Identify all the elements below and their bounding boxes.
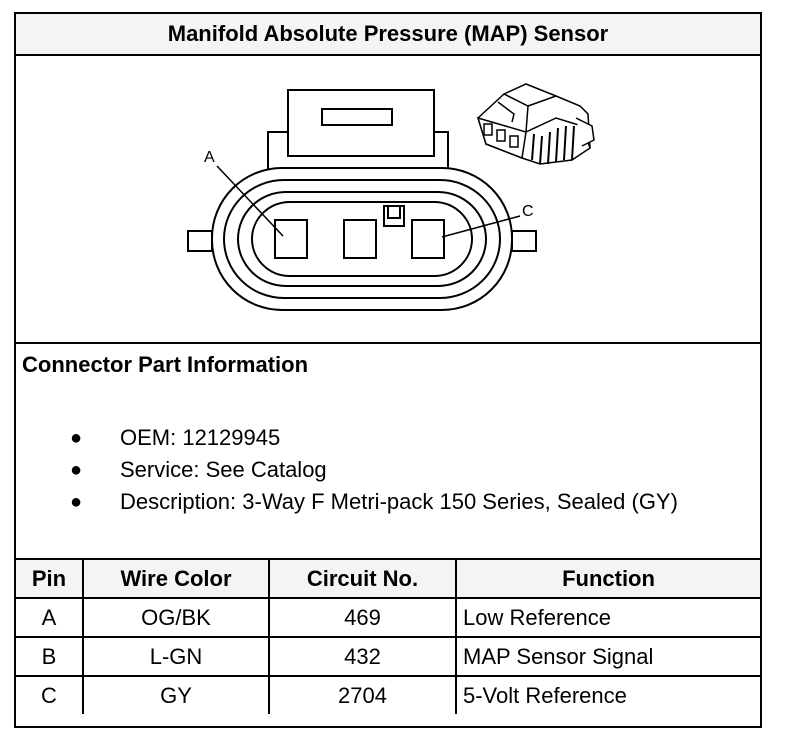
service-item: Service: See Catalog xyxy=(120,457,327,482)
function-cell: Low Reference xyxy=(455,597,760,638)
pin-table: Pin Wire Color Circuit No. Function A OG… xyxy=(16,560,760,714)
callout-a-leader xyxy=(216,165,284,237)
callout-c-leader xyxy=(441,215,521,238)
function-cell: 5-Volt Reference xyxy=(455,675,760,714)
function-cell: MAP Sensor Signal xyxy=(455,636,760,677)
connector-sheet: Manifold Absolute Pressure (MAP) Sensor xyxy=(14,12,762,728)
pin-cell: C xyxy=(16,675,84,714)
column-header-wire-color: Wire Color xyxy=(82,560,270,599)
wire-color-cell: OG/BK xyxy=(82,597,270,638)
connector-part-info: Connector Part Information ● OEM: 121299… xyxy=(16,344,760,560)
circuit-no-cell: 2704 xyxy=(268,675,457,714)
table-header-row: Pin Wire Color Circuit No. Function xyxy=(16,560,760,599)
connector-body-3d-icon xyxy=(476,83,595,165)
oem-item: OEM: 12129945 xyxy=(120,425,281,450)
connector-face-diagram-icon xyxy=(187,89,537,311)
bullet-icon: ● xyxy=(69,427,83,449)
pin-cell: A xyxy=(16,597,84,638)
page-title: Manifold Absolute Pressure (MAP) Sensor xyxy=(16,14,760,56)
wire-color-cell: L-GN xyxy=(82,636,270,677)
column-header-pin: Pin xyxy=(16,560,84,599)
connector-info-heading: Connector Part Information xyxy=(22,352,309,377)
callout-a-label: A xyxy=(204,149,215,166)
description-item: Description: 3-Way F Metri-pack 150 Seri… xyxy=(120,489,678,514)
callout-c-label: C xyxy=(522,203,534,220)
table-row: B L-GN 432 MAP Sensor Signal xyxy=(16,636,760,677)
wire-color-cell: GY xyxy=(82,675,270,714)
table-row: C GY 2704 5-Volt Reference xyxy=(16,675,760,714)
pin-cell: B xyxy=(16,636,84,677)
circuit-no-cell: 432 xyxy=(268,636,457,677)
column-header-circuit-no: Circuit No. xyxy=(268,560,457,599)
bullet-icon: ● xyxy=(69,491,83,513)
connector-figure: A C xyxy=(16,56,760,344)
column-header-function: Function xyxy=(455,560,760,599)
table-row: A OG/BK 469 Low Reference xyxy=(16,597,760,638)
bullet-icon: ● xyxy=(69,459,83,481)
connector-diagram: A C xyxy=(187,83,595,311)
circuit-no-cell: 469 xyxy=(268,597,457,638)
